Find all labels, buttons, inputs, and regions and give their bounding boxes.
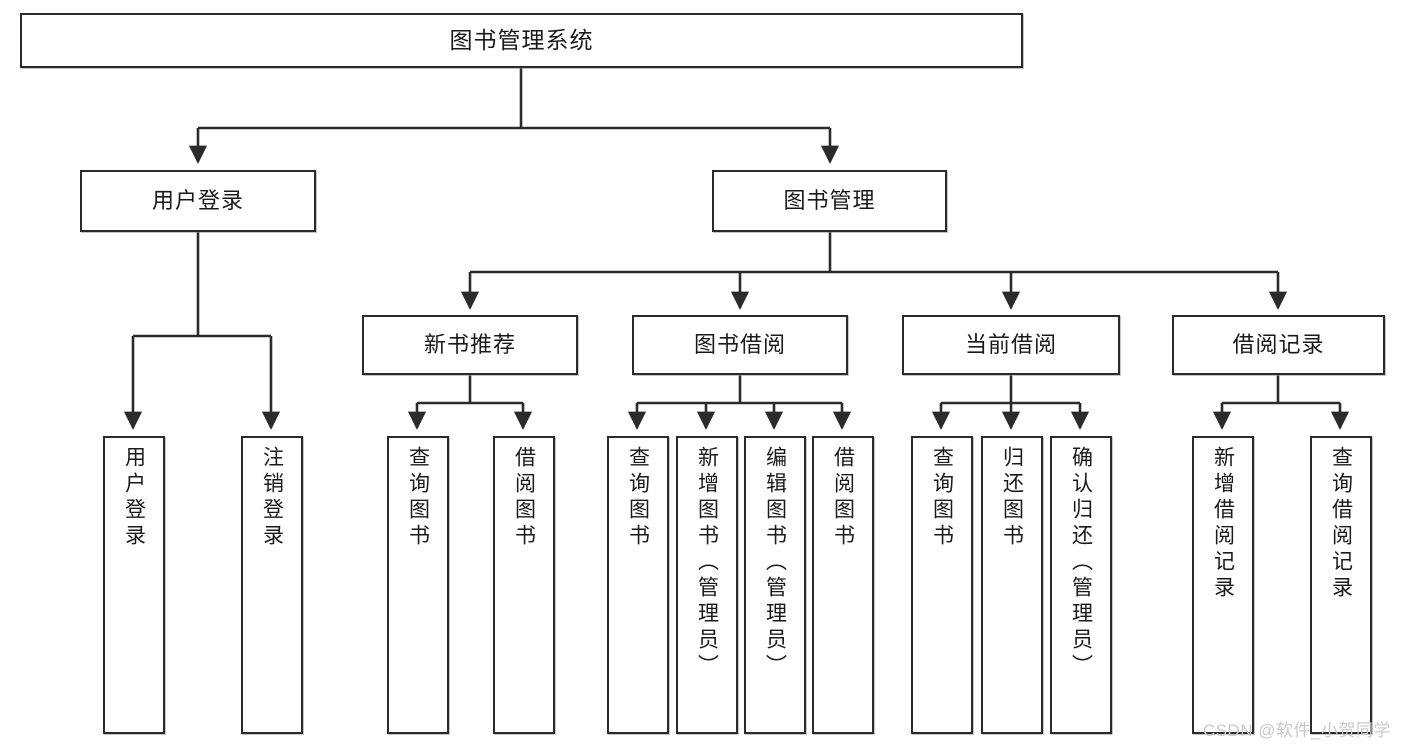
node-bb-query-book-label: 查询图书 [626, 446, 650, 550]
node-root-label: 图书管理系统 [449, 26, 594, 53]
node-bb-add-book-label: 新增图书（管理员） [695, 446, 719, 680]
node-cb-confirm-return-label: 确认归还（管理员） [1069, 446, 1093, 680]
node-cb-confirm-return[interactable]: 确认归还（管理员） [1050, 436, 1112, 734]
node-bb-edit-book[interactable]: 编辑图书（管理员） [744, 436, 806, 734]
node-current-borrow[interactable]: 当前借阅 [902, 315, 1120, 375]
node-borrow-record[interactable]: 借阅记录 [1172, 315, 1385, 375]
node-new-book-recommend[interactable]: 新书推荐 [362, 315, 578, 375]
node-user-login-do[interactable]: 用户登录 [103, 436, 165, 734]
node-nb-query-book[interactable]: 查询图书 [387, 436, 449, 734]
node-nb-borrow-book[interactable]: 借阅图书 [493, 436, 555, 734]
node-bb-edit-book-label: 编辑图书（管理员） [763, 446, 787, 680]
node-nb-borrow-book-label: 借阅图书 [512, 446, 536, 550]
node-cb-query-book[interactable]: 查询图书 [911, 436, 973, 734]
node-br-add-record-label: 新增借阅记录 [1211, 446, 1235, 602]
node-user-logout-label: 注销登录 [260, 446, 284, 550]
node-nb-query-book-label: 查询图书 [406, 446, 430, 550]
node-root[interactable]: 图书管理系统 [20, 13, 1023, 68]
node-current-borrow-label: 当前借阅 [964, 331, 1057, 357]
node-book-borrow[interactable]: 图书借阅 [632, 315, 848, 375]
watermark: CSDN @软件_小贺同学 [1202, 721, 1391, 740]
node-bb-query-book[interactable]: 查询图书 [607, 436, 669, 734]
node-user-logout[interactable]: 注销登录 [241, 436, 303, 734]
node-br-query-record[interactable]: 查询借阅记录 [1310, 436, 1372, 734]
node-bb-borrow-book[interactable]: 借阅图书 [812, 436, 874, 734]
node-book-borrow-label: 图书借阅 [693, 331, 786, 357]
node-book-management[interactable]: 图书管理 [712, 170, 947, 232]
node-cb-return-book-label: 归还图书 [1000, 446, 1024, 550]
node-cb-query-book-label: 查询图书 [930, 446, 954, 550]
node-br-add-record[interactable]: 新增借阅记录 [1192, 436, 1254, 734]
node-bb-borrow-book-label: 借阅图书 [831, 446, 855, 550]
node-borrow-record-label: 借阅记录 [1232, 331, 1325, 357]
node-cb-return-book[interactable]: 归还图书 [981, 436, 1043, 734]
node-book-management-label: 图书管理 [783, 187, 876, 213]
node-br-query-record-label: 查询借阅记录 [1329, 446, 1353, 602]
node-new-book-recommend-label: 新书推荐 [423, 331, 516, 357]
node-user-login-do-label: 用户登录 [122, 446, 146, 550]
node-bb-add-book[interactable]: 新增图书（管理员） [676, 436, 738, 734]
node-user-login[interactable]: 用户登录 [80, 170, 316, 232]
node-user-login-label: 用户登录 [151, 187, 244, 213]
